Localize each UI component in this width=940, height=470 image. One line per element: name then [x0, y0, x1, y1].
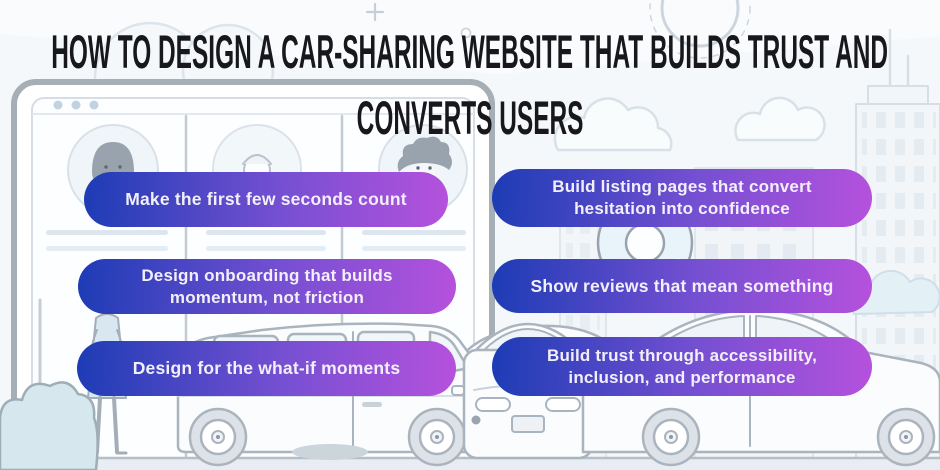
tip-pill-3-label: Design onboarding that builds momentum, …	[141, 265, 393, 307]
tip-pill-4-label: Show reviews that mean something	[530, 275, 834, 296]
tip-pill-5[interactable]: Design for the what-if moments	[77, 341, 456, 396]
tip-pill-4[interactable]: Show reviews that mean something	[492, 259, 872, 313]
cloud-icon	[734, 96, 826, 142]
page-title: HOW TO DESIGN A CAR-SHARING WEBSITE THAT…	[0, 18, 940, 150]
wheel-icon	[188, 407, 248, 467]
placeholder-lines	[46, 230, 466, 251]
title-line-2: CONVERTS USERS	[356, 90, 584, 144]
bush-illustration	[0, 381, 99, 470]
tip-pill-2[interactable]: Build listing pages that convert hesitat…	[492, 169, 872, 227]
title-line-1: HOW TO DESIGN A CAR-SHARING WEBSITE THAT…	[51, 24, 889, 78]
tip-pill-1-label: Make the first few seconds count	[125, 189, 407, 210]
browser-dots-icon	[53, 100, 99, 110]
tip-pill-2-label: Build listing pages that convert hesitat…	[552, 177, 812, 218]
ground-strip	[0, 459, 940, 470]
tip-pill-6-label: Build trust through accessibility, inclu…	[546, 345, 818, 387]
tip-pill-5-label: Design for the what-if moments	[132, 358, 401, 379]
tip-pill-6[interactable]: Build trust through accessibility, inclu…	[492, 337, 872, 396]
wheel-icon	[407, 407, 467, 467]
tip-pill-1[interactable]: Make the first few seconds count	[84, 172, 448, 227]
plus-icon	[365, 2, 385, 22]
cloud-icon	[553, 97, 673, 152]
wheel-icon	[876, 407, 936, 467]
dot-marker-icon	[460, 27, 472, 39]
sky-highlight	[0, 0, 940, 74]
sun-icon	[649, 0, 751, 59]
tip-pill-3[interactable]: Design onboarding that builds momentum, …	[78, 259, 456, 314]
wheel-icon	[641, 407, 701, 467]
